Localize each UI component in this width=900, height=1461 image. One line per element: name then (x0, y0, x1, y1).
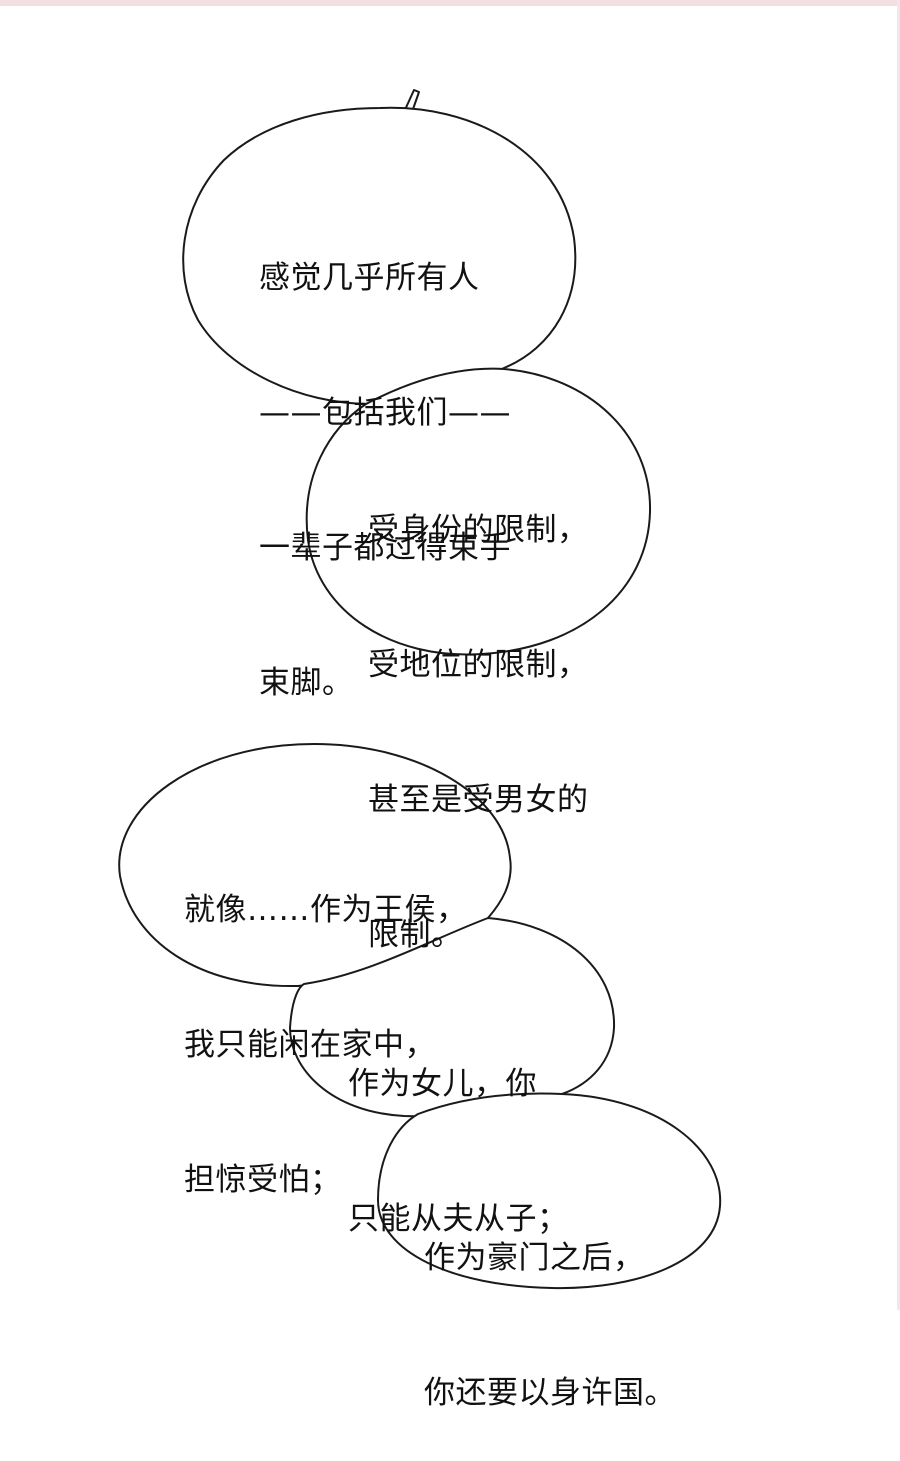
speech-bubbles-layer (118, 89, 722, 1290)
bubble-5-line-1: 作为豪门之后， (424, 1240, 645, 1276)
bubble-1-line-2: ——包括我们—— (259, 395, 511, 431)
bubble-1-line-3: 一辈子都过得束手 (259, 530, 511, 566)
bubble-2-line-2: 受地位的限制， (368, 647, 589, 683)
bubble-5-text: 作为豪门之后， 你还要以身许国。 (424, 1146, 676, 1461)
bubble-1-line-4: 束脚。 (259, 665, 354, 701)
bubble-2-text: 受身份的限制， 受地位的限制， 甚至是受男女的 限制。 (368, 418, 589, 1003)
bubble-4-line-2: 只能从夫从子； (348, 1201, 569, 1237)
bubble-3-line-2: 我只能闲在家中， (184, 1027, 436, 1063)
page-top-edge (0, 0, 900, 6)
bubble-4-line-1: 作为女儿，你 (348, 1066, 537, 1102)
bubble-3-text: 就像……作为王侯， 我只能闲在家中， 担惊受怕； (184, 798, 468, 1248)
bubble-3-line-1: 就像……作为王侯， (184, 892, 468, 928)
bubble-1-line-1: 感觉几乎所有人 (259, 260, 480, 296)
bubble-2-line-4: 限制。 (368, 917, 463, 953)
bubble-2-line-1: 受身份的限制， (368, 512, 589, 548)
bubble-5-line-2: 你还要以身许国。 (424, 1375, 676, 1411)
bubble-5-outline (377, 1092, 722, 1290)
bubble-4-text: 作为女儿，你 只能从夫从子； (348, 972, 569, 1287)
bubble-2-line-3: 甚至是受男女的 (368, 782, 589, 818)
bubble-2-outline (305, 367, 652, 656)
page-right-edge (897, 0, 900, 1310)
bubble-3-line-3: 担惊受怕； (184, 1162, 342, 1198)
bubble-4-outline (289, 917, 616, 1118)
bubble-1-text: 感觉几乎所有人 ——包括我们—— 一辈子都过得束手 束脚。 (259, 166, 511, 751)
